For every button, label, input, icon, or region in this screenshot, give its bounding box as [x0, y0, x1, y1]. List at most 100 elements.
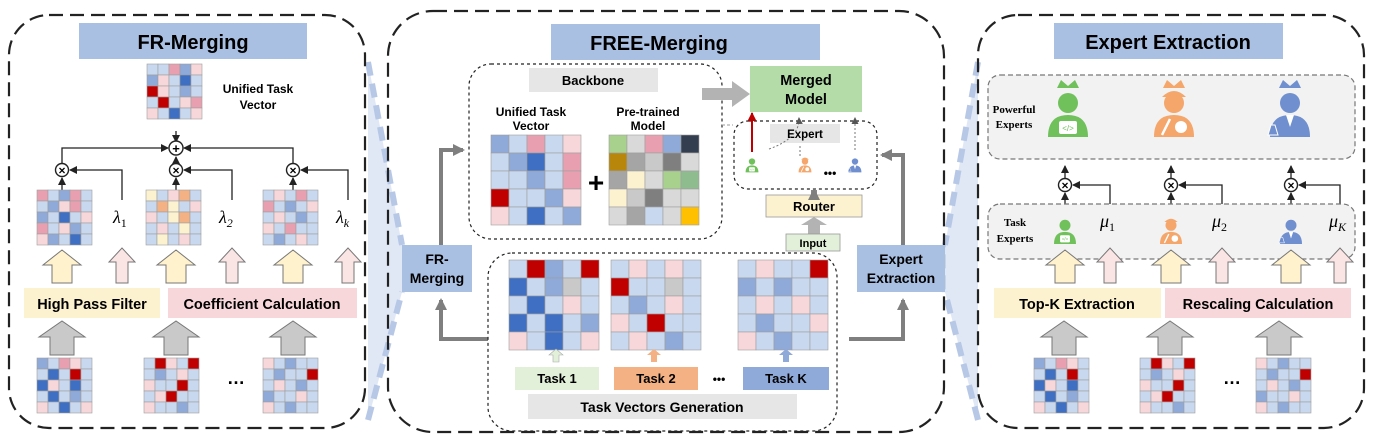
ee-multiply-symbol-k: × — [1287, 179, 1294, 193]
task-experts-box — [987, 203, 1356, 260]
powerful-label-1: Powerful — [993, 104, 1036, 116]
ee-title: Expert Extraction — [1085, 32, 1251, 54]
fr-lambda-2: λ2 — [218, 207, 233, 230]
matrix-cell — [644, 170, 664, 190]
matrix-cell — [682, 295, 702, 315]
matrix-cell — [146, 63, 159, 76]
ee-side-label-1: Expert — [879, 251, 923, 267]
matrix-cell — [1139, 401, 1152, 414]
matrix-cell — [562, 134, 582, 154]
matrix-cell — [526, 313, 546, 333]
matrix-cell — [662, 152, 682, 172]
matrix-cell — [1077, 379, 1090, 392]
matrix-cell — [809, 313, 829, 333]
fr-title: FR-Merging — [137, 32, 248, 54]
matrix-cell — [306, 222, 319, 235]
matrix-cell — [662, 206, 682, 226]
matrix-cell — [610, 313, 630, 333]
matrix-cell — [295, 189, 308, 202]
ee-yellow-arrow-k — [1270, 249, 1312, 284]
matrix-cell — [610, 259, 630, 279]
task-experts-label-1: Task — [1004, 217, 1027, 229]
matrix-cell — [146, 107, 159, 120]
matrix-cell — [544, 295, 564, 315]
matrix-cell — [662, 170, 682, 190]
fr-title-box — [79, 23, 307, 59]
matrix-cell — [526, 295, 546, 315]
task1-box — [515, 367, 599, 390]
fr-pink-arrow-1 — [107, 247, 137, 284]
fr-lambda-k: λk — [335, 207, 350, 230]
matrix-cell — [646, 331, 666, 351]
matrix-cell — [1161, 401, 1174, 414]
matrix-cell — [1288, 390, 1301, 403]
ee-gray-arrow-2 — [1145, 320, 1195, 356]
matrix-cell — [273, 390, 286, 403]
router-label: Router — [793, 199, 835, 214]
fr-yellow-arrow-1 — [41, 249, 83, 284]
matrix-cell — [145, 233, 158, 246]
matrix-cell — [262, 233, 275, 246]
ee-pink-arrow-1 — [1095, 247, 1125, 284]
matrix-cell — [773, 259, 793, 279]
matrix-cell — [608, 206, 628, 226]
matrix-cell — [580, 259, 600, 279]
task1-up-arrow — [548, 348, 564, 363]
matrix-cell — [284, 211, 297, 224]
matrix-cell — [143, 379, 156, 392]
matrix-cell — [562, 331, 582, 351]
matrix-cell — [273, 379, 286, 392]
matrix-cell — [165, 401, 178, 414]
fr-gray-arrow-2 — [151, 320, 201, 356]
matrix-cell — [608, 170, 628, 190]
matrix-cell — [544, 331, 564, 351]
matrix-cell — [508, 170, 528, 190]
matrix-cell — [610, 277, 630, 297]
matrix-cell — [47, 379, 60, 392]
matrix-cell — [179, 107, 192, 120]
fr-yellow-arrow-k — [272, 249, 314, 284]
matrix-cell — [187, 357, 200, 370]
matrix-cell — [1183, 357, 1196, 370]
matrix-cell — [47, 357, 60, 370]
matrix-cell — [664, 277, 684, 297]
task-dots: ••• — [713, 372, 726, 386]
matrix-cell — [156, 189, 169, 202]
fr-sum-node: + — [168, 140, 184, 156]
matrix-cell — [737, 277, 757, 297]
ee-pink-arrow-2 — [1207, 247, 1237, 284]
backbone-unified-label-1: Unified Task — [496, 105, 567, 119]
matrix-cell — [157, 74, 170, 87]
task1-label: Task 1 — [537, 371, 577, 386]
matrix-cell — [526, 170, 546, 190]
task2-label: Task 2 — [636, 371, 676, 386]
matrix-cell — [682, 313, 702, 333]
matrix-cell — [1150, 357, 1163, 370]
matrix-cell — [157, 96, 170, 109]
matrix-cell — [284, 189, 297, 202]
matrix-cell — [306, 357, 319, 370]
matrix-cell — [168, 63, 181, 76]
task2-box — [614, 367, 698, 390]
small-expert-blue-icon — [847, 158, 862, 173]
matrix-cell — [1172, 368, 1185, 381]
matrix-cell — [626, 152, 646, 172]
matrix-cell — [628, 277, 648, 297]
fr-gray-arrow-k — [268, 320, 318, 356]
matrix-cell — [1288, 379, 1301, 392]
matrix-cell — [273, 189, 286, 202]
matrix-cell — [737, 259, 757, 279]
matrix-cell — [544, 170, 564, 190]
matrix-cell — [273, 368, 286, 381]
ee-title-box — [1054, 23, 1283, 59]
matrix-cell — [610, 331, 630, 351]
backbone-label-box — [529, 68, 658, 92]
matrix-cell — [490, 206, 510, 226]
matrix-cell — [295, 200, 308, 213]
expert-label-box — [770, 124, 840, 143]
ee-pink-arrow-k — [1325, 247, 1355, 284]
matrix-cell — [47, 401, 60, 414]
matrix-cell — [773, 295, 793, 315]
small-expert-green-icon — [745, 158, 759, 173]
matrix-cell — [680, 170, 700, 190]
